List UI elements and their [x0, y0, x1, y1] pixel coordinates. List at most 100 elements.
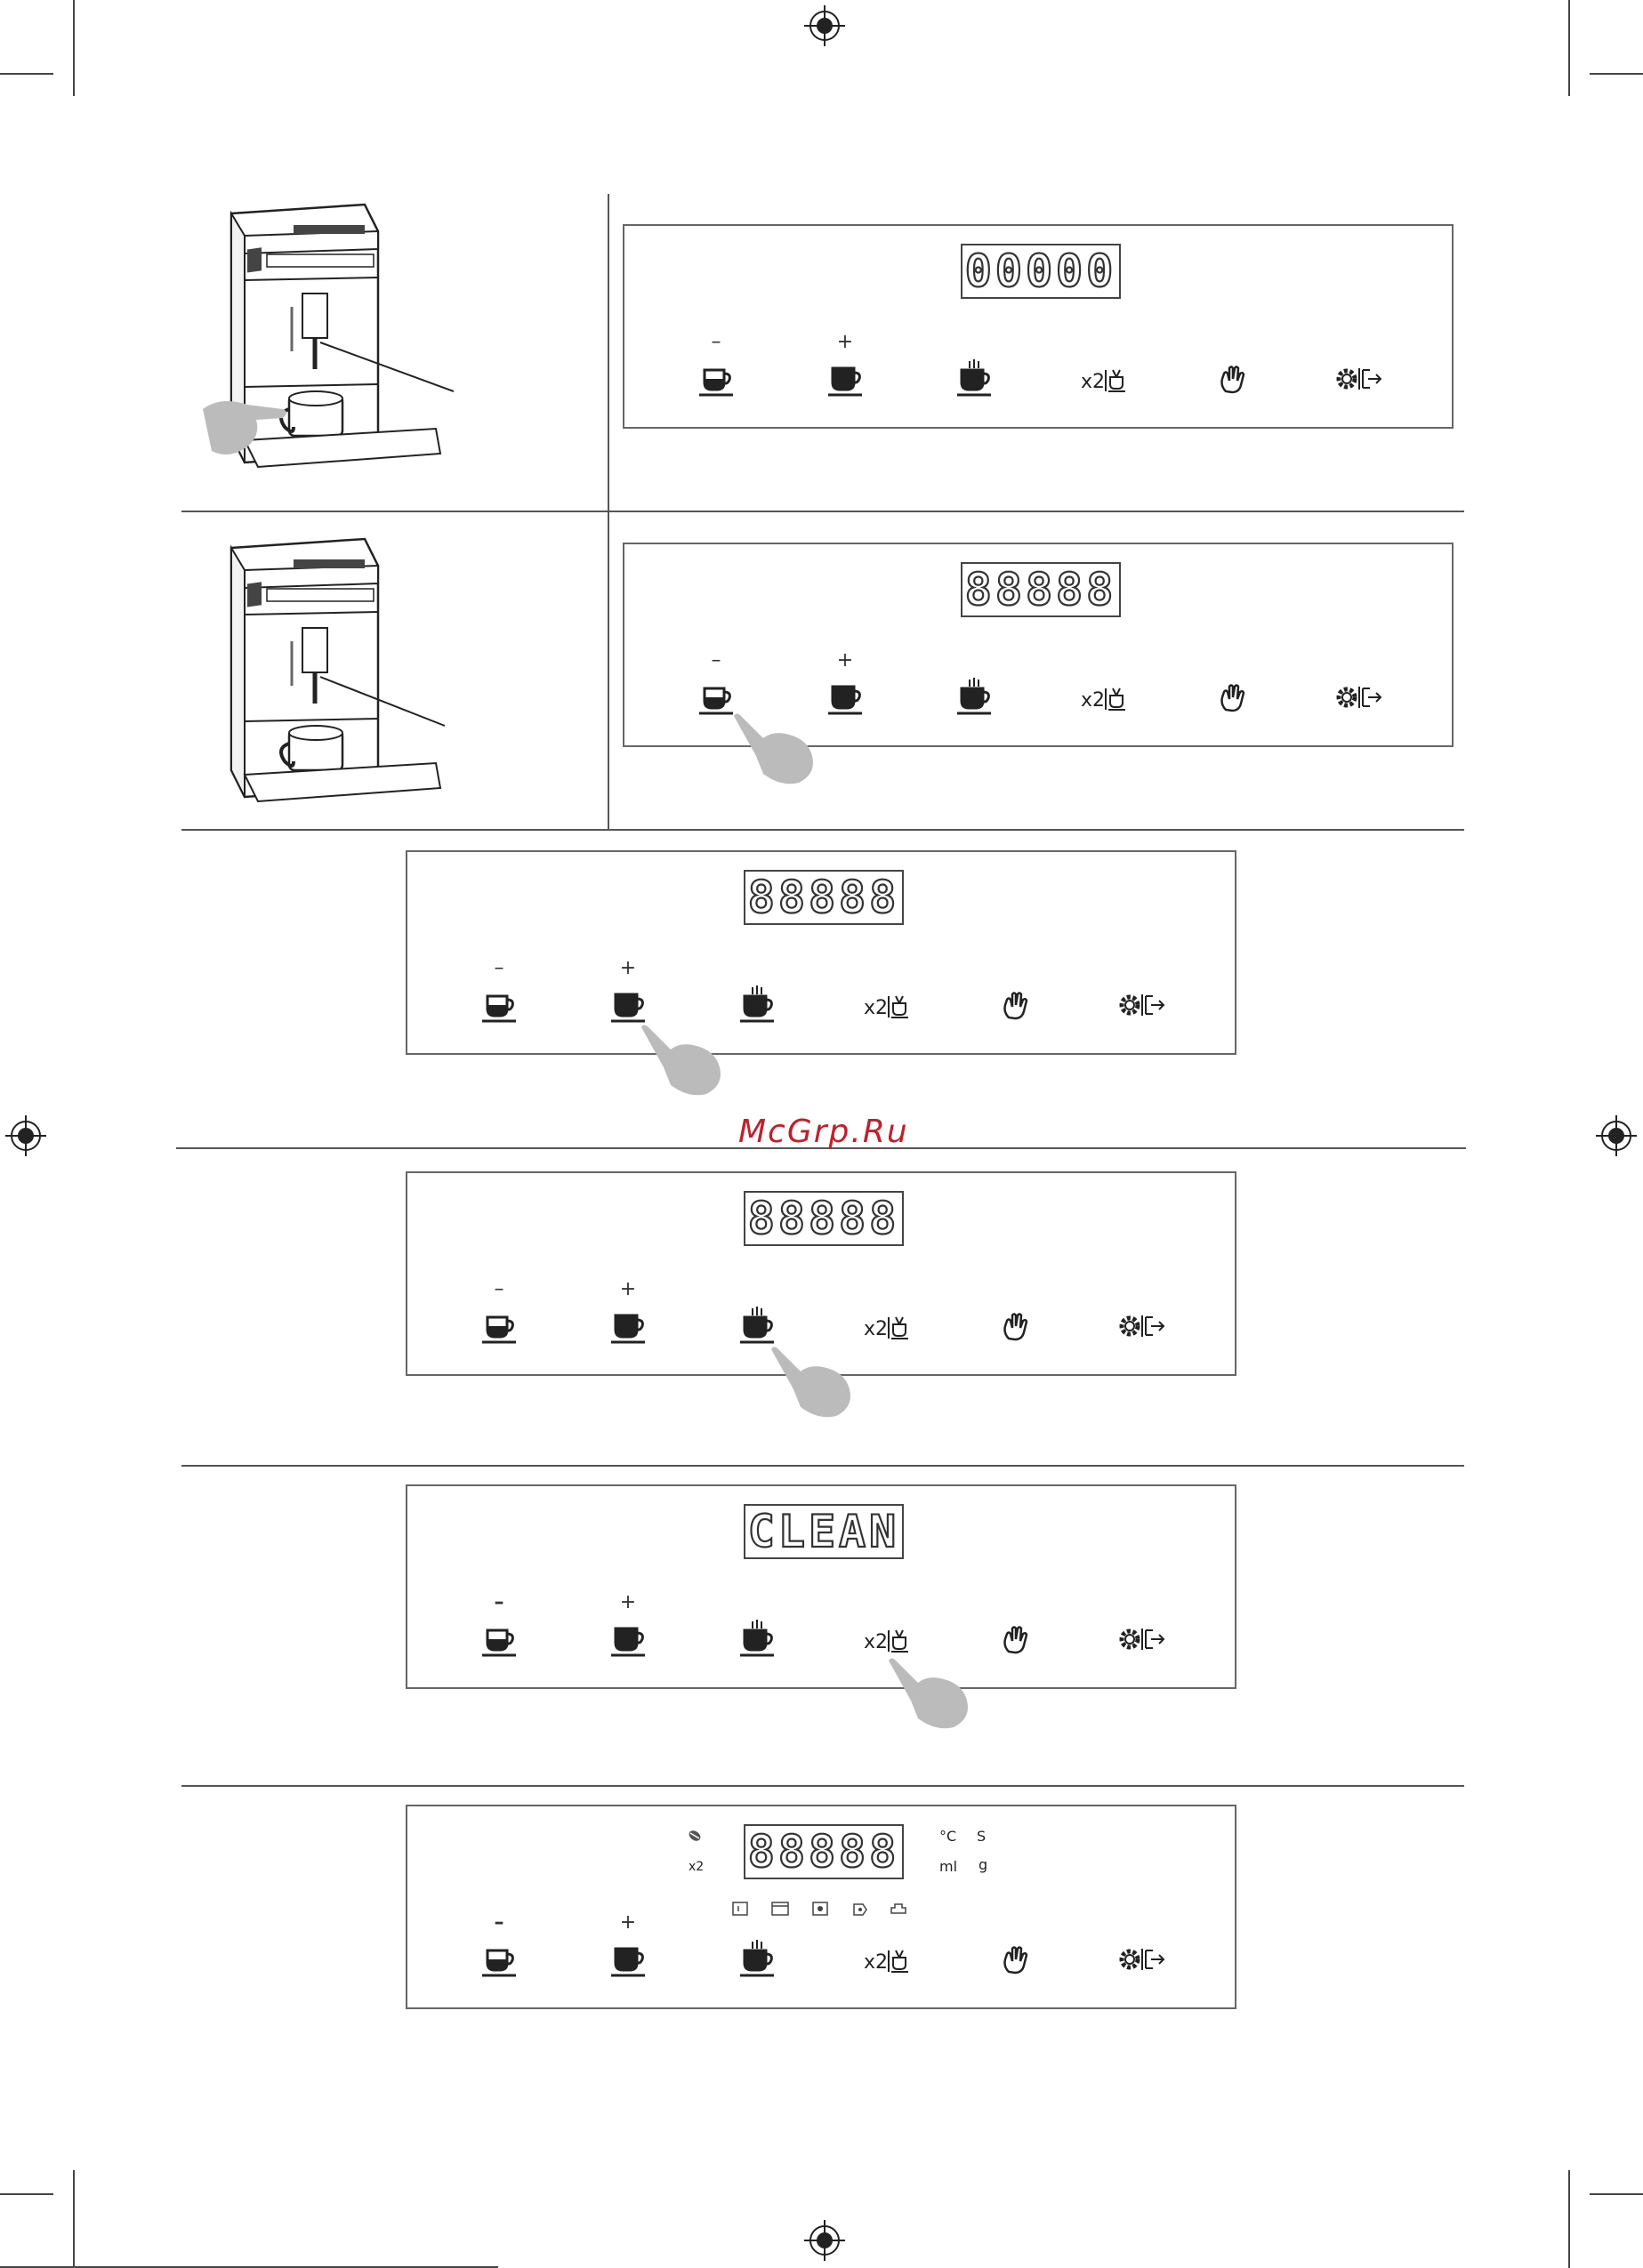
svg-text:x2: x2: [1081, 371, 1105, 393]
settings-exit-icon: [1334, 359, 1388, 400]
row-divider: [181, 511, 1464, 512]
lcd-display: 88888: [744, 870, 904, 925]
double-cup-icon: x2: [1081, 359, 1131, 400]
strong-coffee-button[interactable]: [735, 1620, 779, 1661]
lcd-display: 88888: [744, 1824, 904, 1879]
small-coffee-icon: [694, 359, 738, 400]
settings-exit-button[interactable]: [1117, 985, 1171, 1026]
ml-label: ml: [939, 1858, 957, 1875]
crop-mark: [1568, 0, 1570, 96]
hand-touch-button[interactable]: [993, 1620, 1037, 1661]
svg-text:x2: x2: [864, 997, 888, 1019]
svg-text:x2: x2: [864, 1631, 888, 1653]
crop-mark: [73, 0, 75, 96]
settings-exit-button[interactable]: [1117, 1620, 1171, 1661]
crop-mark: [73, 2170, 75, 2268]
control-panel-3: 88888 – + x2: [406, 850, 1236, 1055]
descale-icon: [854, 1904, 866, 1915]
settings-exit-button[interactable]: [1117, 1307, 1171, 1347]
hand-touch-icon: [1210, 359, 1254, 400]
minus-label: –: [486, 1591, 512, 1613]
control-panel-5: CLEAN – + x2: [406, 1484, 1236, 1689]
hand-touch-button[interactable]: [993, 1307, 1037, 1347]
hand-touch-button[interactable]: [1210, 359, 1254, 400]
double-cup-icon: x2: [864, 985, 914, 1026]
double-cup-icon: x2: [864, 1940, 914, 1981]
plus-label: +: [832, 331, 858, 353]
large-coffee-icon: [606, 985, 650, 1026]
hand-touch-icon: [993, 1620, 1037, 1661]
celsius-label: °C: [939, 1828, 956, 1845]
settings-exit-button[interactable]: [1334, 359, 1388, 400]
seconds-label: S: [977, 1828, 986, 1845]
hand-touch-button[interactable]: [1210, 678, 1254, 719]
minus-label: –: [703, 649, 729, 672]
double-cup-button[interactable]: x2: [1081, 678, 1131, 719]
large-coffee-button[interactable]: [606, 985, 650, 1026]
large-coffee-button[interactable]: [606, 1620, 650, 1661]
grams-label: g: [979, 1856, 987, 1873]
row-divider: [181, 1465, 1464, 1467]
strong-coffee-button[interactable]: [952, 359, 996, 400]
settings-exit-icon: [1117, 1307, 1171, 1347]
minus-label: –: [486, 1911, 512, 1934]
plus-label: +: [615, 1911, 641, 1934]
crop-mark: [1590, 73, 1643, 75]
crop-mark: [1568, 2170, 1570, 2268]
hand-touch-icon: [1210, 678, 1254, 719]
double-cup-button[interactable]: x2: [864, 1307, 914, 1347]
registration-target-icon: [804, 2220, 845, 2261]
strong-coffee-icon: [952, 359, 996, 400]
large-coffee-icon: [823, 359, 867, 400]
strong-coffee-icon: [735, 1940, 779, 1981]
small-coffee-button[interactable]: [477, 1307, 521, 1347]
strong-coffee-icon: [735, 1307, 779, 1347]
strong-coffee-button[interactable]: [735, 985, 779, 1026]
minus-label: –: [486, 1278, 512, 1300]
double-cup-icon: x2: [1081, 678, 1131, 719]
hand-touch-button[interactable]: [993, 985, 1037, 1026]
watermark: McGrp.Ru: [738, 1114, 909, 1150]
double-cup-button[interactable]: x2: [1081, 359, 1131, 400]
large-coffee-icon: [606, 1307, 650, 1347]
small-coffee-icon: [477, 985, 521, 1026]
strong-coffee-icon: [952, 678, 996, 719]
double-cup-button[interactable]: x2: [864, 1940, 914, 1981]
water-tank-icon: [733, 1902, 747, 1915]
double-cup-button[interactable]: x2: [864, 985, 914, 1026]
strong-coffee-button[interactable]: [952, 678, 996, 719]
crop-mark: [0, 2193, 53, 2195]
crop-mark: [0, 73, 53, 75]
settings-exit-button[interactable]: [1334, 678, 1388, 719]
settings-exit-button[interactable]: [1117, 1940, 1171, 1981]
lcd-display: 88888: [744, 1191, 904, 1246]
small-coffee-icon: [477, 1307, 521, 1347]
row-divider: [181, 1785, 1464, 1787]
large-coffee-icon: [823, 678, 867, 719]
small-coffee-button[interactable]: [477, 985, 521, 1026]
minus-label: –: [703, 331, 729, 353]
hand-touch-icon: [993, 985, 1037, 1026]
double-cup-icon: x2: [864, 1307, 914, 1347]
settings-exit-icon: [1117, 1620, 1171, 1661]
large-coffee-button[interactable]: [823, 678, 867, 719]
row-divider: [181, 829, 1464, 831]
strong-coffee-icon: [735, 985, 779, 1026]
strong-coffee-button[interactable]: [735, 1940, 779, 1981]
registration-target-icon: [5, 1115, 46, 1156]
small-coffee-button[interactable]: [477, 1940, 521, 1981]
hand-pointer-icon: [884, 1656, 973, 1732]
lcd-display: 00000: [961, 244, 1121, 299]
large-coffee-button[interactable]: [823, 359, 867, 400]
strong-coffee-button[interactable]: [735, 1307, 779, 1347]
hand-pointer-icon: [729, 712, 818, 787]
large-coffee-button[interactable]: [606, 1307, 650, 1347]
control-panel-6: x2 88888 °C S ml g – +: [406, 1805, 1236, 2009]
lcd-display: CLEAN: [744, 1504, 904, 1559]
double-cup-button[interactable]: x2: [864, 1620, 914, 1661]
large-coffee-button[interactable]: [606, 1940, 650, 1981]
small-coffee-button[interactable]: [694, 359, 738, 400]
small-coffee-button[interactable]: [477, 1620, 521, 1661]
strong-coffee-icon: [735, 1620, 779, 1661]
hand-touch-button[interactable]: [993, 1940, 1037, 1981]
